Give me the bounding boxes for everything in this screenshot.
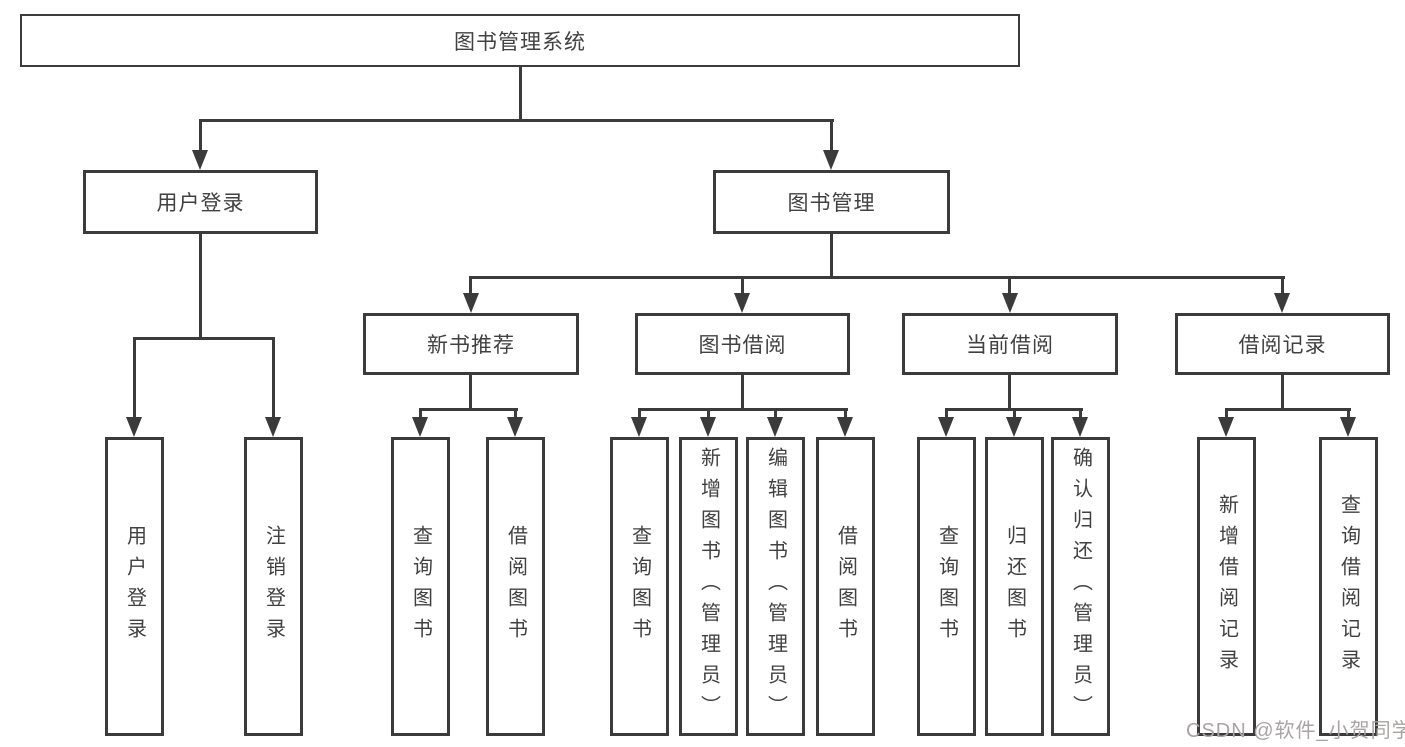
connector-arm-br-leaf2 — [1347, 408, 1350, 418]
connector-new-book-rail — [419, 408, 518, 411]
connector-arm-new-book — [469, 276, 472, 294]
connector-arm-login-leaf2 — [272, 337, 275, 419]
leaf-br-add-borrow-record: 新增借阅记录 — [1197, 437, 1256, 736]
leaf-nb-borrow-books: 借阅图书 — [486, 437, 545, 736]
connector-arm-borrow-record — [1281, 276, 1284, 294]
arrowhead-bb-leaf3 — [767, 417, 783, 437]
connector-borrow-record-rail — [1225, 408, 1351, 411]
connector-borrow-record-stem — [1281, 375, 1284, 408]
leaf-cb-confirm-return-admin: 确认归还（管理员） — [1051, 437, 1110, 736]
arrowhead-login-leaf2 — [265, 417, 281, 437]
arrowhead-book-borrow — [734, 293, 750, 313]
connector-new-book-stem — [469, 375, 472, 408]
arrowhead-cb-leaf1 — [938, 417, 954, 437]
leaf-cb-query-books: 查询图书 — [917, 437, 976, 736]
arrowhead-bb-leaf1 — [631, 417, 647, 437]
arrowhead-current-borrow — [1002, 293, 1018, 313]
leaf-bb-borrow-books: 借阅图书 — [816, 437, 875, 736]
node-book-borrow-label: 图书借阅 — [698, 334, 787, 357]
leaf-logout: 注销登录 — [244, 437, 303, 736]
connector-current-borrow-stem — [1008, 375, 1011, 408]
node-root-label: 图书管理系统 — [454, 30, 586, 54]
csdn-watermark: CSDN @软件_小贺同学 — [1186, 720, 1405, 742]
arrowhead-br-leaf1 — [1218, 417, 1234, 437]
arrowhead-cb-leaf3 — [1072, 417, 1088, 437]
connector-arm-current-borrow — [1008, 276, 1011, 294]
arrowhead-br-leaf2 — [1340, 417, 1356, 437]
connector-arm-bb-leaf4 — [844, 408, 847, 418]
arrowhead-login-leaf1 — [126, 417, 142, 437]
connector-root-stem — [519, 66, 522, 119]
leaf-user-login: 用户登录 — [105, 437, 164, 736]
node-user-login: 用户登录 — [83, 170, 318, 234]
arrowhead-user-login — [192, 150, 208, 170]
node-root-library-system: 图书管理系统 — [20, 14, 1020, 67]
arrowhead-nb-leaf2 — [507, 417, 523, 437]
node-borrow-record: 借阅记录 — [1175, 313, 1390, 375]
connector-arm-book-management — [830, 119, 833, 150]
node-new-book-recommend-label: 新书推荐 — [427, 334, 515, 357]
arrowhead-cb-leaf2 — [1006, 417, 1022, 437]
connector-arm-nb-leaf2 — [514, 408, 517, 418]
connector-arm-cb-leaf3 — [1079, 408, 1082, 418]
connector-arm-login-leaf1 — [133, 337, 136, 419]
arrowhead-borrow-record — [1274, 293, 1290, 313]
connector-arm-bb-leaf1 — [638, 408, 641, 418]
connector-arm-cb-leaf2 — [1013, 408, 1016, 418]
connector-book-borrow-stem — [741, 375, 744, 408]
arrowhead-bb-leaf4 — [837, 417, 853, 437]
leaf-bb-add-books-admin: 新增图书（管理员） — [679, 437, 738, 736]
connector-user-login-rail — [133, 337, 275, 340]
arrowhead-new-book — [463, 293, 479, 313]
connector-arm-br-leaf1 — [1225, 408, 1228, 418]
node-user-login-label: 用户登录 — [156, 192, 245, 215]
node-new-book-recommend: 新书推荐 — [363, 313, 579, 375]
connector-arm-bb-leaf3 — [774, 408, 777, 418]
connector-arm-cb-leaf1 — [945, 408, 948, 418]
connector-user-login-stem — [199, 234, 202, 337]
leaf-br-query-borrow-record: 查询借阅记录 — [1319, 437, 1378, 736]
connector-book-borrow-rail — [638, 408, 848, 411]
connector-arm-user-login — [199, 119, 202, 150]
leaf-nb-query-books: 查询图书 — [391, 437, 450, 736]
node-book-management-label: 图书管理 — [787, 192, 876, 215]
node-borrow-record-label: 借阅记录 — [1238, 334, 1327, 357]
connector-arm-bb-leaf2 — [707, 408, 710, 418]
leaf-bb-query-books: 查询图书 — [610, 437, 669, 736]
node-book-management: 图书管理 — [713, 170, 950, 234]
node-current-borrow: 当前借阅 — [902, 313, 1118, 375]
node-current-borrow-label: 当前借阅 — [966, 334, 1054, 357]
connector-arm-book-borrow — [741, 276, 744, 294]
arrowhead-book-management — [823, 150, 839, 170]
connector-root-rail — [199, 119, 834, 122]
arrowhead-nb-leaf1 — [412, 417, 428, 437]
leaf-bb-edit-books-admin: 编辑图书（管理员） — [746, 437, 805, 736]
connector-book-mgmt-rail — [469, 276, 1285, 279]
arrowhead-bb-leaf2 — [700, 417, 716, 437]
connector-book-mgmt-stem — [830, 234, 833, 276]
node-book-borrow: 图书借阅 — [635, 313, 850, 375]
leaf-cb-return-books: 归还图书 — [985, 437, 1044, 736]
connector-arm-nb-leaf1 — [419, 408, 422, 418]
